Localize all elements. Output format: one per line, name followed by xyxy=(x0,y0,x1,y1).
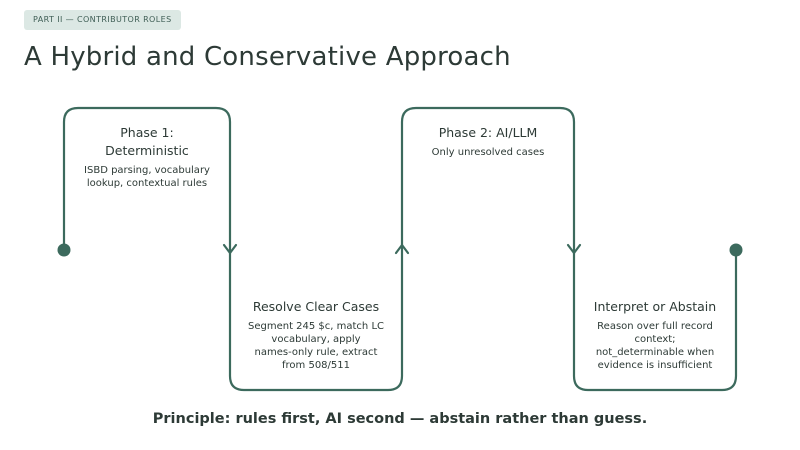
flow-path xyxy=(62,106,738,392)
phase-1-heading: Phase 1: Deterministic xyxy=(105,125,189,158)
phase-2-block: Phase 2: AI/LLM Only unresolved cases xyxy=(408,124,568,159)
resolve-heading: Resolve Clear Cases xyxy=(252,299,380,314)
end-dot xyxy=(729,243,743,257)
interpret-heading: Interpret or Abstain xyxy=(593,299,717,314)
down-arrow-icon xyxy=(222,243,238,255)
resolve-description: Segment 245 $c, match LC vocabulary, app… xyxy=(247,321,385,371)
phase-2-heading: Phase 2: AI/LLM xyxy=(438,125,538,140)
phase-1-description: ISBD parsing, vocabulary lookup, context… xyxy=(84,165,210,189)
up-arrow-icon xyxy=(394,243,410,255)
phase-2-description: Only unresolved cases xyxy=(431,147,545,158)
down-arrow-icon xyxy=(566,243,582,255)
section-badge: PART II — CONTRIBUTOR ROLES xyxy=(24,10,181,30)
page-title: A Hybrid and Conservative Approach xyxy=(24,42,511,72)
principle-statement: Principle: rules first, AI second — abst… xyxy=(152,411,648,427)
interpret-block: Interpret or Abstain Reason over full re… xyxy=(576,298,734,372)
resolve-block: Resolve Clear Cases Segment 245 $c, matc… xyxy=(232,298,400,372)
phase-1-block: Phase 1: Deterministic ISBD parsing, voc… xyxy=(70,124,224,190)
interpret-description: Reason over full record context; not_det… xyxy=(595,321,715,371)
start-dot xyxy=(57,243,71,257)
